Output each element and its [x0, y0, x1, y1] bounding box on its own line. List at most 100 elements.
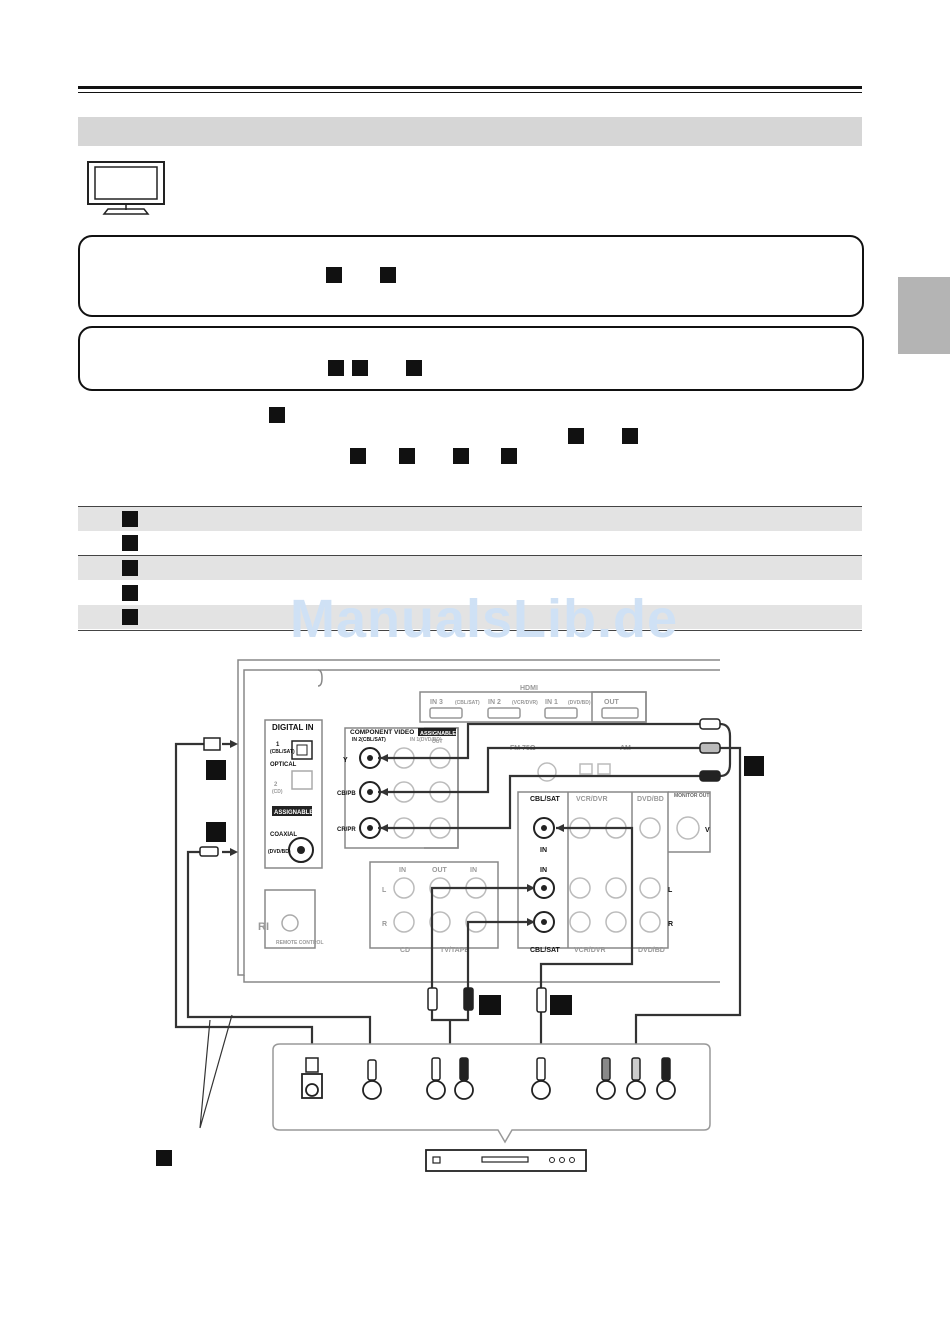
- marker-square: [550, 995, 572, 1015]
- audio-plug-l: [427, 987, 438, 1011]
- marker-square: [122, 511, 138, 527]
- hdmi-in3-port: [429, 707, 463, 719]
- optical-1-src: (CBL/SAT): [270, 749, 295, 755]
- assignable-badge: [272, 806, 312, 816]
- leader-lines: [199, 1014, 233, 1129]
- marker-square: [568, 428, 584, 444]
- digital-in-label: DIGITAL IN: [272, 723, 314, 732]
- optical-2-src: (CD): [272, 789, 283, 795]
- vcr-dvr-label: VCR/DVR: [576, 796, 608, 803]
- dvd-bd-bottom-label: DVD/BD: [638, 947, 665, 954]
- note-box-2: [78, 326, 864, 391]
- assignable-badge-text: ASSIGNABLE: [274, 810, 313, 816]
- hdmi-in2-src: (VCR/DVR): [512, 700, 538, 706]
- cb-pb-label: CB/PB: [337, 791, 356, 797]
- tv-tape-label: TV/TAPE: [440, 947, 469, 954]
- component-assignable-text: ASSIGNABLE: [420, 731, 456, 737]
- audio-l-label: L: [382, 887, 387, 894]
- cd-in-label: IN: [399, 867, 406, 874]
- y-label: Y: [343, 757, 348, 764]
- optical-1-inner: [296, 744, 308, 756]
- remote-control-jack: [281, 914, 299, 932]
- table-row: [78, 605, 862, 629]
- cables: [174, 722, 742, 1060]
- marker-square: [479, 995, 501, 1015]
- header-rule-thin: [78, 92, 862, 93]
- table-row: [78, 507, 862, 531]
- coaxial-src: (DVD/BD): [268, 849, 291, 855]
- right-l-label: L: [668, 887, 673, 894]
- component-plug-pr: [699, 770, 721, 782]
- marker-square: [744, 756, 764, 776]
- hdmi-out-label: OUT: [604, 699, 620, 706]
- hdmi-in1-src: (DVD/BD): [568, 700, 591, 706]
- right-r-label: R: [668, 921, 673, 928]
- hdmi-in3-src: (CBL/SAT): [455, 700, 480, 706]
- table-row: [78, 531, 862, 555]
- watermark: ManualsLib.de: [290, 589, 679, 649]
- hdmi-out-port: [601, 707, 639, 719]
- optical-2-label: 2: [274, 782, 278, 788]
- component-plug-y: [699, 718, 721, 730]
- hdmi-in2-port: [487, 707, 521, 719]
- dvd-bd-label: DVD/BD: [637, 796, 664, 803]
- coaxial-port-center: [297, 846, 305, 854]
- marker-square: [352, 360, 368, 376]
- header-rule: [78, 86, 862, 89]
- marker-square: [501, 448, 517, 464]
- table-row: [78, 556, 862, 580]
- audio-r-label: R: [382, 921, 387, 928]
- marker-square: [622, 428, 638, 444]
- chapter-side-tab: [898, 277, 950, 354]
- marker-square: [122, 535, 138, 551]
- component-in1-label: IN 1(DVD/BD): [410, 737, 442, 743]
- cbl-sat-audio-in-label: IN: [540, 867, 547, 874]
- marker-square: [122, 560, 138, 576]
- marker-square: [206, 822, 226, 842]
- coaxial-plug: [199, 846, 219, 857]
- cbl-sat-label: CBL/SAT: [530, 796, 561, 803]
- component-out-label: OUT: [432, 739, 443, 745]
- marker-square: [269, 407, 285, 423]
- marker-square: [122, 609, 138, 625]
- monitor-v-label: V: [705, 827, 710, 834]
- marker-square: [122, 585, 138, 601]
- marker-square: [453, 448, 469, 464]
- cbl-sat-video-in-label: IN: [540, 847, 547, 854]
- table-top-rule: [78, 506, 862, 507]
- component-plug-pb: [699, 742, 721, 754]
- cd-label: CD: [400, 947, 410, 954]
- coaxial-label: COAXIAL: [270, 832, 297, 838]
- tv-tape-out-label: OUT: [432, 867, 448, 874]
- monitor-out-label: MONITOR OUT: [674, 793, 709, 799]
- device-component-pb-out: [626, 1080, 646, 1100]
- component-video-label: COMPONENT VIDEO: [350, 729, 414, 736]
- vcr-dvr-bottom-label: VCR/DVR: [574, 947, 606, 954]
- disc-player-icon: [425, 1149, 587, 1172]
- hdmi-label: HDMI: [520, 685, 538, 692]
- component-in2-label: IN 2(CBL/SAT): [352, 737, 386, 743]
- cbl-sat-bottom-label: CBL/SAT: [530, 947, 561, 954]
- marker-square: [350, 448, 366, 464]
- device-audio-l-out: [426, 1080, 446, 1100]
- optical-plug: [203, 737, 221, 751]
- device-component-pr-out: [656, 1080, 676, 1100]
- source-device-panel: [272, 1043, 711, 1144]
- hdmi-in1-port: [544, 707, 578, 719]
- hdmi-in2-label: IN 2: [488, 699, 501, 706]
- hdmi-in3-label: IN 3: [430, 699, 443, 706]
- table-divider: [78, 555, 862, 556]
- marker-square: [406, 360, 422, 376]
- video-plug: [536, 987, 547, 1013]
- note-box-1: [78, 235, 864, 317]
- ri-label: RI: [258, 921, 269, 933]
- marker-square: [206, 760, 226, 780]
- cr-pr-label: CR/PR: [337, 827, 356, 833]
- table-bottom-rule: [78, 630, 862, 631]
- optical-2-port: [291, 770, 313, 790]
- optical-label: OPTICAL: [270, 762, 297, 768]
- section-heading-bar: [78, 117, 862, 146]
- hdmi-in1-label: IN 1: [545, 699, 558, 706]
- marker-square: [380, 267, 396, 283]
